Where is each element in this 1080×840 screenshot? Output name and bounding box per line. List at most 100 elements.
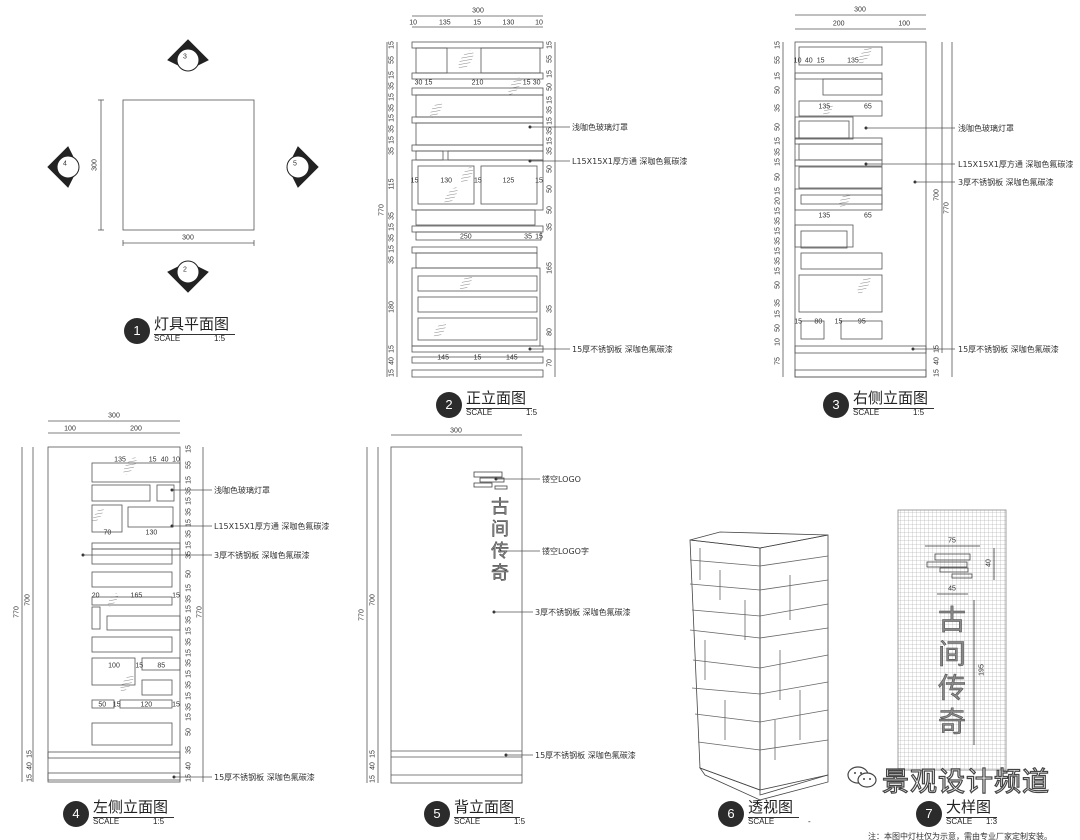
dimension-label: 50: [546, 185, 554, 193]
dimension-label: 15: [774, 136, 782, 145]
dimension-label: 135: [847, 57, 859, 65]
dimension-label: 15: [933, 344, 941, 353]
detail-logo-mark: [926, 553, 973, 579]
scale-label: SCALE: [454, 817, 481, 826]
dimension-label: 145: [506, 354, 518, 362]
left-elevation-frame: [47, 446, 181, 783]
dimension-label: 35: [546, 304, 554, 313]
dimension-label: 15: [535, 177, 543, 185]
dimension-label: 15: [369, 749, 377, 758]
dimension-label: 15: [185, 605, 193, 614]
dimension-label: 15: [424, 79, 433, 87]
dimension-label: 15: [794, 318, 803, 326]
dimension-label: 10: [774, 337, 782, 346]
dimension-label: 85: [157, 662, 166, 670]
title-name: 透视图: [748, 796, 800, 818]
back-label-logo-text: 镂空LOGO字: [542, 547, 589, 556]
back-label-sheet: 3厚不锈钢板 深咖色氟碳漆: [535, 608, 631, 617]
scale-value: 1:5: [214, 334, 226, 343]
dimension-label: 15: [172, 592, 180, 600]
dimension-label: 15: [546, 116, 554, 125]
detail-dim-195: 195: [978, 664, 986, 676]
dimension-label: 35: [774, 104, 782, 113]
dimension-label: 35: [388, 212, 396, 221]
title-number: 5: [424, 801, 450, 827]
right-dim-total: 300: [854, 6, 866, 14]
dimension-label: 10: [409, 19, 418, 27]
detail-dim-45: 45: [948, 585, 956, 593]
title-name: 左侧立面图: [93, 796, 175, 818]
title-number: 6: [718, 801, 744, 827]
dimension-label: 35: [185, 745, 193, 754]
dimension-label: 65: [863, 212, 872, 220]
dimension-label: 15: [112, 701, 121, 709]
dimension-label: 50: [774, 122, 782, 131]
dimension-label: 50: [774, 324, 782, 333]
dimension-label: 145: [437, 354, 449, 362]
dimension-label: 35: [388, 81, 396, 90]
dimension-label: 15: [185, 540, 193, 549]
dimension-label: 15: [388, 245, 396, 253]
right-dim-770: 770: [943, 202, 951, 214]
dimension-label: 15: [473, 19, 482, 27]
dimension-label: 20: [774, 196, 782, 205]
marker-top-label: 3: [183, 53, 187, 61]
dimension-label: 100: [64, 425, 76, 433]
title-name: 背立面图: [454, 796, 521, 818]
dimension-label: 15: [369, 775, 377, 783]
plan-dim-width: 300: [182, 234, 194, 242]
left-label-plate: 15厚不锈钢板 深咖色氟碳漆: [214, 773, 315, 782]
dimension-label: 35: [546, 126, 554, 135]
dimension-label: 15: [933, 369, 941, 377]
dimension-label: 35: [546, 106, 554, 115]
detail-dim-75: 75: [948, 537, 956, 545]
dimension-label: 15: [185, 691, 193, 700]
dimension-label: 40: [26, 762, 34, 771]
scale-value: 1:5: [514, 817, 526, 826]
scale-value: 1:5: [153, 817, 165, 826]
dimension-label: 15: [774, 266, 782, 275]
dimension-label: 40: [804, 57, 813, 65]
dimension-label: 35: [185, 486, 193, 495]
dimension-label: 35: [388, 125, 396, 134]
dimension-label: 15: [388, 369, 396, 377]
back-elevation-frame: [390, 446, 523, 784]
dimension-label: 210: [471, 79, 484, 87]
front-label-tube: L15X15X1厚方通 深咖色氟碳漆: [572, 157, 688, 166]
scale-value: -: [808, 817, 811, 826]
dimension-label: 50: [774, 85, 782, 94]
dimension-label: 130: [440, 177, 453, 185]
marker-bottom-label: 2: [183, 266, 187, 274]
scale-label: SCALE: [748, 817, 775, 826]
dimension-label: 30: [532, 79, 541, 87]
dimension-label: 80: [546, 328, 554, 336]
right-label-plate: 15厚不锈钢板 深咖色氟碳漆: [958, 345, 1059, 354]
dimension-label: 15: [522, 79, 531, 87]
dimension-label: 15: [816, 57, 825, 65]
dimension-label: 55: [774, 56, 782, 65]
dimension-label: 15: [546, 137, 554, 145]
marker-right-label: 5: [293, 160, 297, 168]
dimension-label: 15: [774, 226, 782, 235]
dimension-label: 70: [103, 529, 112, 537]
scale-value: 1:3: [986, 817, 998, 826]
dimension-label: 70: [546, 358, 554, 367]
dimension-label: 35: [774, 147, 782, 156]
dimension-label: 15: [774, 158, 782, 167]
dimension-label: 15: [26, 774, 34, 782]
title-name: 右侧立面图: [853, 387, 935, 409]
dimension-label: 15: [185, 648, 193, 657]
dimension-label: 35: [185, 551, 193, 560]
scale-label: SCALE: [466, 408, 493, 417]
back-dim-total: 300: [450, 427, 462, 435]
back-label-plate: 15厚不锈钢板 深咖色氟碳漆: [535, 751, 636, 760]
detail-logo-text: 古间传奇: [934, 605, 968, 742]
dimension-label: 55: [546, 55, 554, 64]
dimension-label: 130: [502, 19, 515, 27]
dimension-label: 15: [410, 177, 419, 185]
dimension-label: 10: [172, 456, 180, 464]
title-name: 灯具平面图: [154, 313, 236, 335]
footnote: 注：本图中灯柱仅为示意，需由专业厂家定制安装。: [868, 832, 1052, 840]
dimension-label: 35: [546, 147, 554, 156]
